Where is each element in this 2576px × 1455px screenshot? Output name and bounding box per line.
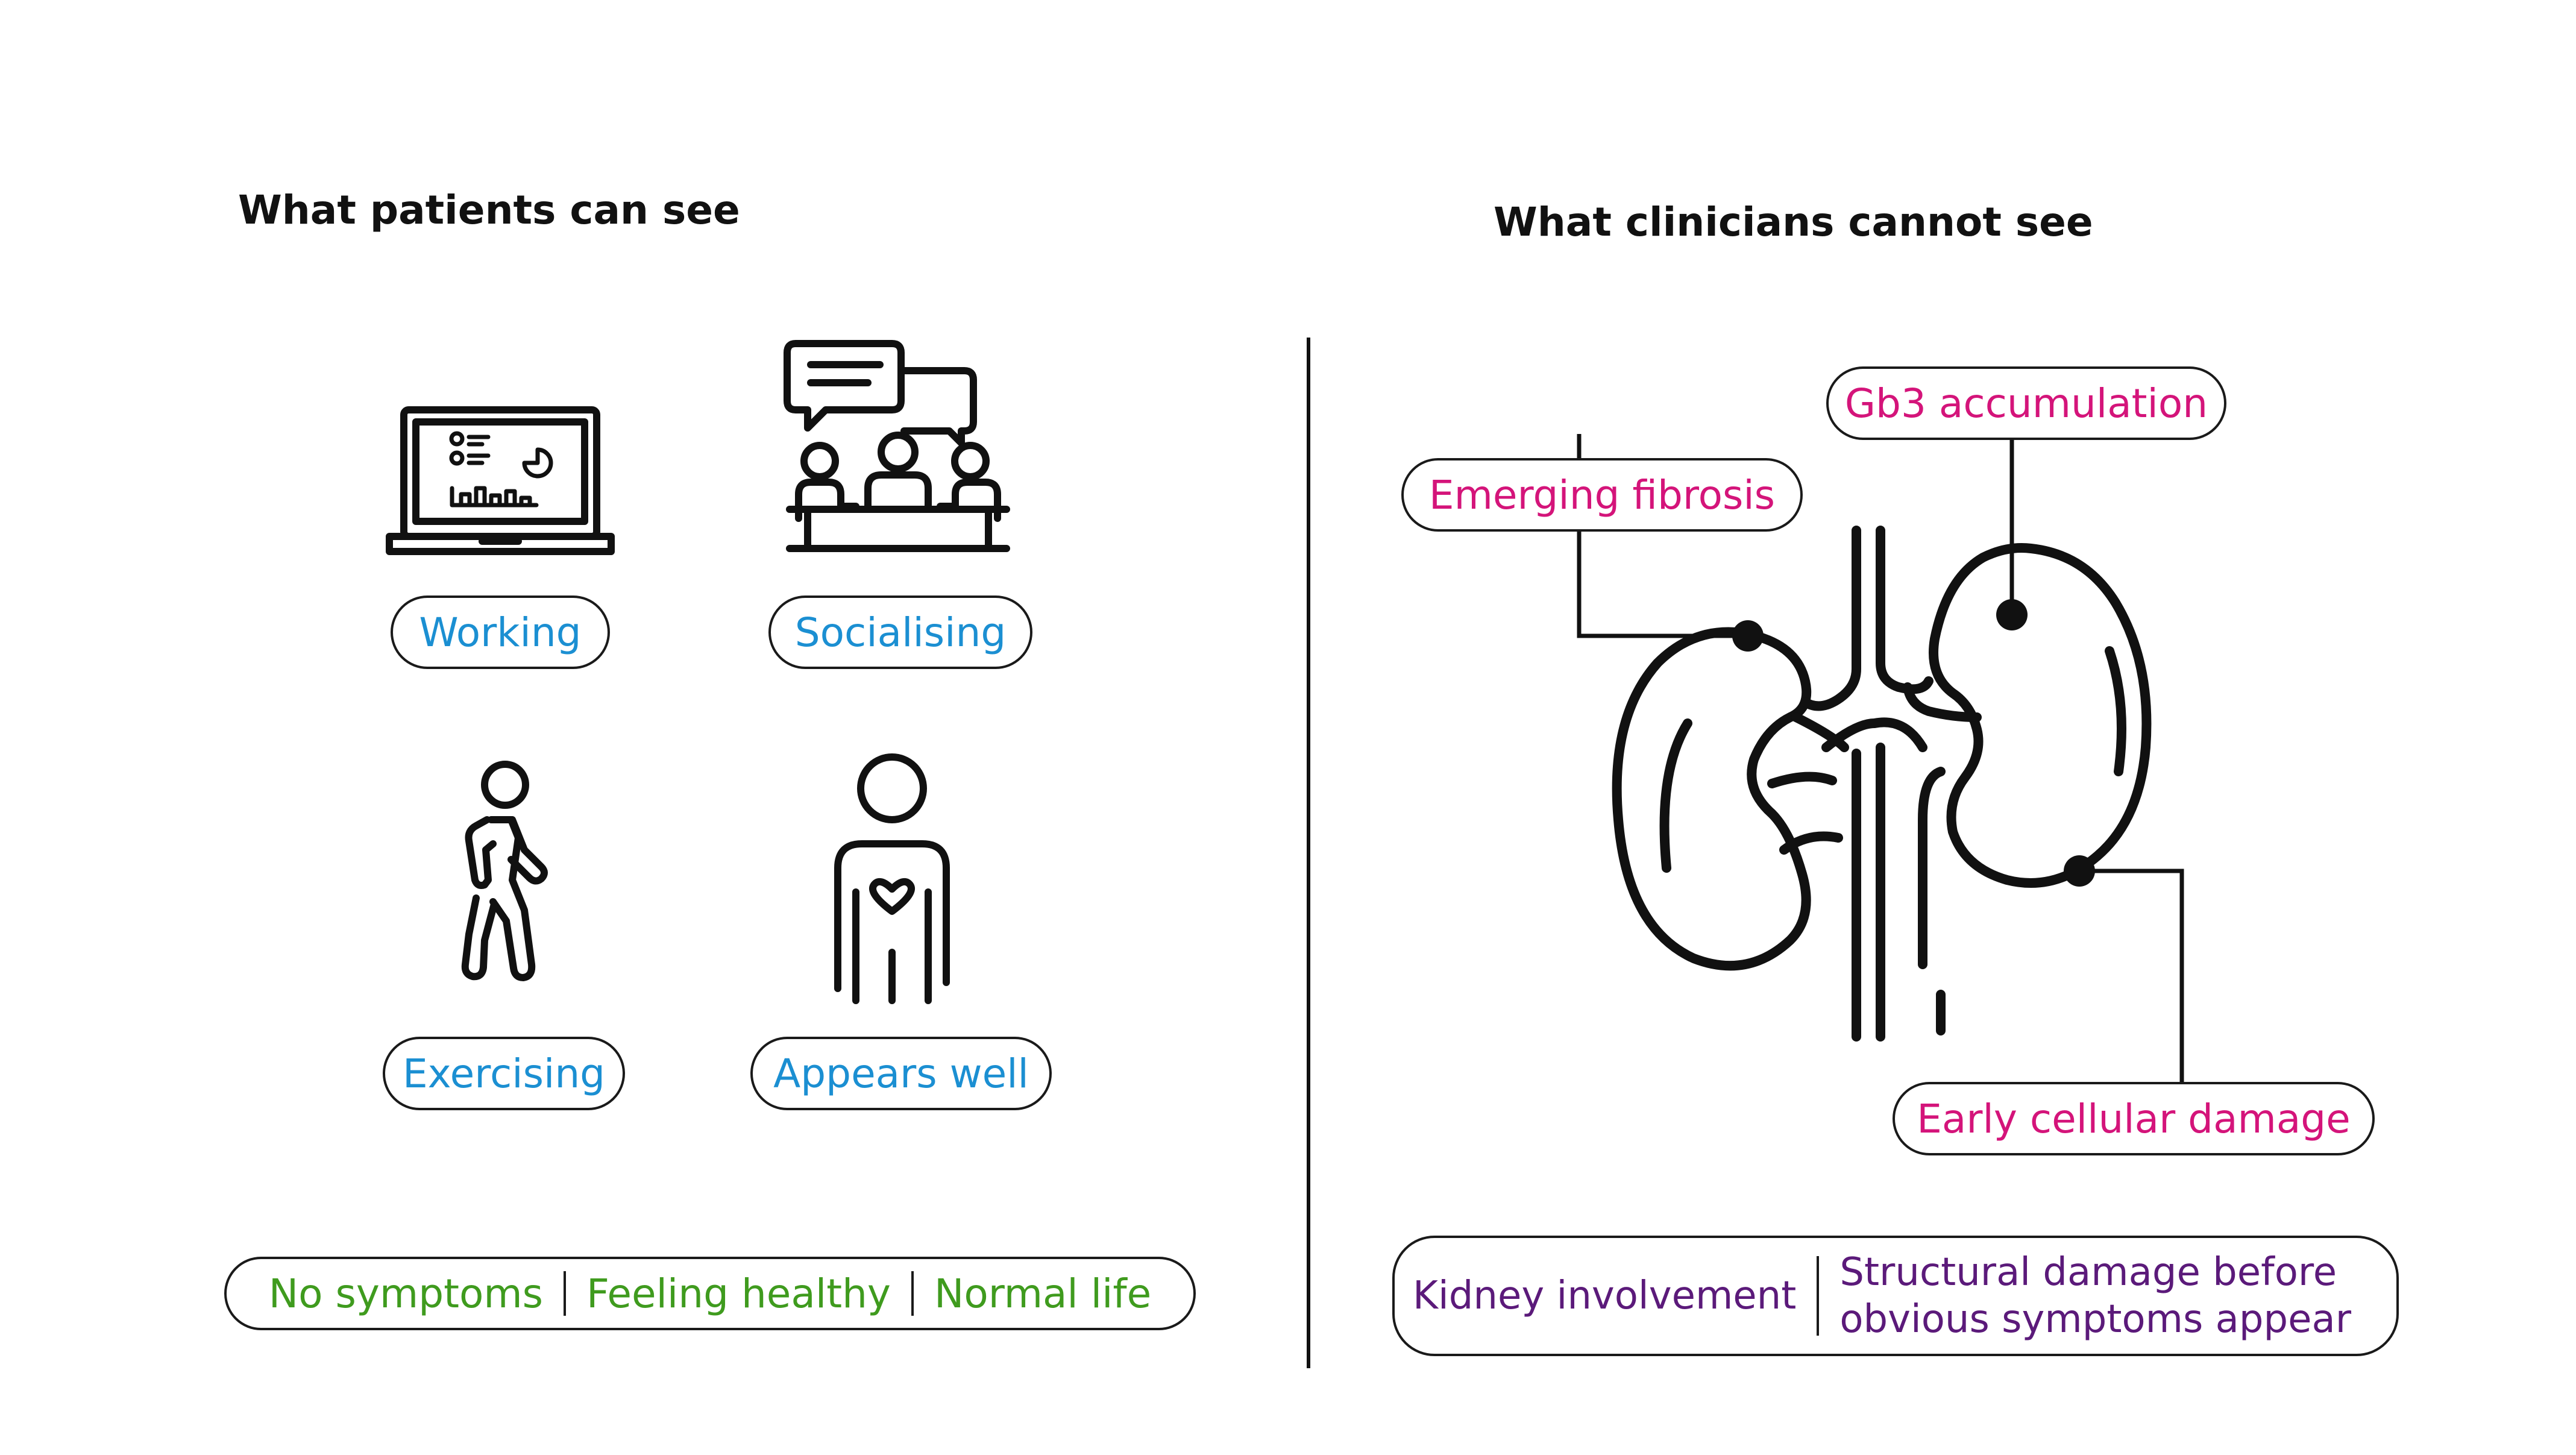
callout-gb3-accumulation: Gb3 accumulation [1826, 366, 2226, 440]
summary-kidney-involvement: Kidney involvement [1413, 1274, 1797, 1318]
summary-separator [1817, 1256, 1820, 1336]
activity-label-socialising: Socialising [794, 609, 1007, 656]
laptop-icon [386, 406, 615, 555]
summary-no-symptoms: No symptoms [268, 1270, 544, 1317]
summary-separator [911, 1271, 914, 1316]
summary-feeling-healthy: Feeling healthy [586, 1270, 891, 1317]
activity-label-working: Working [419, 609, 582, 656]
walking-person-icon [461, 761, 548, 981]
callout-label-gb3: Gb3 accumulation [1844, 380, 2208, 427]
activity-pill-exercising: Exercising [383, 1037, 625, 1110]
activity-pill-working: Working [391, 596, 610, 669]
patients-heading: What patients can see [238, 187, 740, 233]
activity-pill-socialising: Socialising [768, 596, 1032, 669]
summary-structural-line2: obvious symptoms appear [1839, 1297, 2351, 1342]
summary-structural-line1: Structural damage before [1839, 1250, 2337, 1295]
summary-structural-damage: Structural damage before obvious symptom… [1819, 1249, 2372, 1343]
center-divider [1307, 338, 1310, 1368]
meeting-chat-icon [784, 340, 1010, 552]
summary-separator [564, 1271, 567, 1316]
callout-early-cellular-damage: Early cellular damage [1893, 1082, 2375, 1155]
clinicians-heading: What clinicians cannot see [1494, 199, 2093, 245]
patient-summary-pill: No symptoms Feeling healthy Normal life [224, 1257, 1196, 1330]
activity-label-exercising: Exercising [402, 1050, 606, 1097]
callout-label-fibrosis: Emerging fibrosis [1428, 471, 1776, 518]
kidneys-icon [1577, 422, 2184, 1082]
activity-pill-appears-well: Appears well [750, 1037, 1052, 1110]
summary-normal-life: Normal life [934, 1270, 1152, 1317]
person-heart-icon [834, 753, 950, 1004]
clinician-summary-pill: Kidney involvement Structural damage bef… [1392, 1236, 2399, 1356]
callout-label-cellular: Early cellular damage [1917, 1095, 2351, 1142]
callout-emerging-fibrosis: Emerging fibrosis [1401, 458, 1803, 532]
activity-label-appears-well: Appears well [773, 1050, 1029, 1097]
